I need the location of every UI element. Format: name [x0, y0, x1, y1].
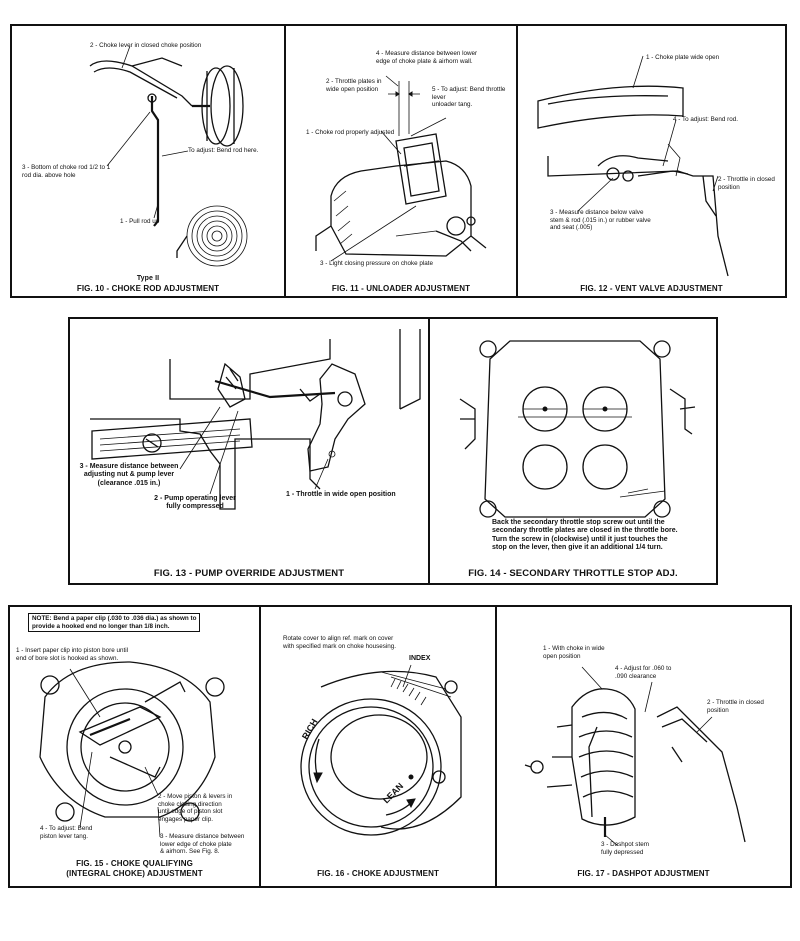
fig11-caption: FIG. 11 - UNLOADER ADJUSTMENT — [331, 284, 471, 293]
fig11-label-1: 1 - Choke rod properly adjusted — [306, 129, 395, 136]
fig10-label-3: 3 - Bottom of choke rod 1/2 to 1 rod dia… — [22, 164, 111, 179]
fig13-caption: FIG. 13 - PUMP OVERRIDE ADJUSTMENT — [153, 568, 345, 579]
fig11-label-3: 3 - Light closing pressure on choke plat… — [320, 260, 434, 267]
fig12-label-1: 1 - Choke plate wide open — [646, 54, 720, 61]
fig14-caption: FIG. 14 - SECONDARY THROTTLE STOP ADJ. — [468, 568, 678, 579]
fig16-panel: Rotate cover to align ref. mark on cover… — [259, 605, 497, 888]
fig17-caption: FIG. 17 - DASHPOT ADJUSTMENT — [577, 869, 710, 878]
fig10-label-adjust: To adjust: Bend rod here. — [188, 147, 259, 154]
fig17-label-3: 3 - Dashpot stem fully depressed — [601, 841, 649, 856]
fig16-label-rotate: Rotate cover to align ref. mark on cover… — [283, 635, 397, 650]
fig17-panel: 1 - With choke in wide open position 4 -… — [495, 605, 792, 888]
fig12-panel: 1 - Choke plate wide open 4 - To adjust:… — [516, 24, 787, 298]
fig10-label-1: 1 - Pull rod up — [120, 218, 160, 225]
fig12-label-4: 4 - To adjust: Bend rod. — [673, 116, 738, 123]
fig17-dashpot-drawing — [524, 666, 746, 846]
fig15-label-2: 2 - Move piston & levers in choke closin… — [158, 793, 233, 823]
fig15-choke-qualifying-drawing — [39, 661, 225, 838]
fig11-unloader-drawing — [315, 75, 487, 262]
fig14-throttle-stop-drawing — [459, 340, 696, 518]
fig15-note: NOTE: Bend a paper clip (.030 to .036 di… — [28, 613, 201, 632]
fig11-label-2: 2 - Throttle plates in wide open positio… — [326, 78, 382, 93]
fig14-note: Back the secondary throttle stop screw o… — [492, 519, 678, 552]
fig13-panel: 3 - Measure distance between adjusting n… — [68, 317, 430, 585]
fig14-panel: Back the secondary throttle stop screw o… — [428, 317, 718, 585]
fig15-panel: NOTE: Bend a paper clip (.030 to .036 di… — [8, 605, 261, 888]
fig10-label-2: 2 - Choke lever in closed choke position — [90, 42, 202, 49]
fig15-label-1: 1 - Insert paper clip into piston bore u… — [16, 647, 129, 662]
fig16-choke-cover-drawing — [300, 664, 462, 836]
fig13-label-1: 1 - Throttle in wide open position — [286, 491, 396, 498]
fig13-pump-override-drawing — [90, 329, 421, 510]
fig10-caption: FIG. 10 - CHOKE ROD ADJUSTMENT — [76, 284, 220, 293]
fig15-label-4: 4 - To adjust: Bend piston lever tang. — [40, 825, 93, 840]
fig12-vent-valve-drawing — [537, 55, 729, 277]
fig12-label-2: 2 - Throttle in closed position — [718, 176, 775, 191]
fig17-label-2: 2 - Throttle in closed position — [707, 699, 764, 714]
fig11-label-4: 4 - Measure distance between lower edge … — [376, 50, 478, 65]
fig13-label-2: 2 - Pump operating lever fully compresse… — [154, 495, 236, 511]
fig11-label-5: 5 - To adjust: Bend throttle lever unloa… — [432, 86, 506, 108]
fig10-panel: 2 - Choke lever in closed choke position… — [10, 24, 286, 298]
fig15-caption: FIG. 15 - CHOKE QUALIFYING (INTEGRAL CHO… — [66, 859, 203, 878]
fig10-choke-rod-drawing — [89, 45, 248, 267]
fig11-panel: 4 - Measure distance between lower edge … — [284, 24, 518, 298]
fig12-label-3: 3 - Measure distance below valve stem & … — [550, 209, 651, 231]
fig15-label-3: 3 - Measure distance between lower edge … — [160, 833, 245, 855]
fig16-label-index: INDEX — [409, 655, 431, 662]
fig10-type-label: Type II — [136, 275, 160, 282]
fig12-caption: FIG. 12 - VENT VALVE ADJUSTMENT — [580, 284, 723, 293]
fig16-caption: FIG. 16 - CHOKE ADJUSTMENT — [317, 869, 439, 878]
fig17-label-1: 1 - With choke in wide open position — [543, 645, 605, 660]
fig17-label-4: 4 - Adjust for .060 to .090 clearance — [615, 665, 672, 680]
fig13-label-3: 3 - Measure distance between adjusting n… — [79, 463, 179, 487]
